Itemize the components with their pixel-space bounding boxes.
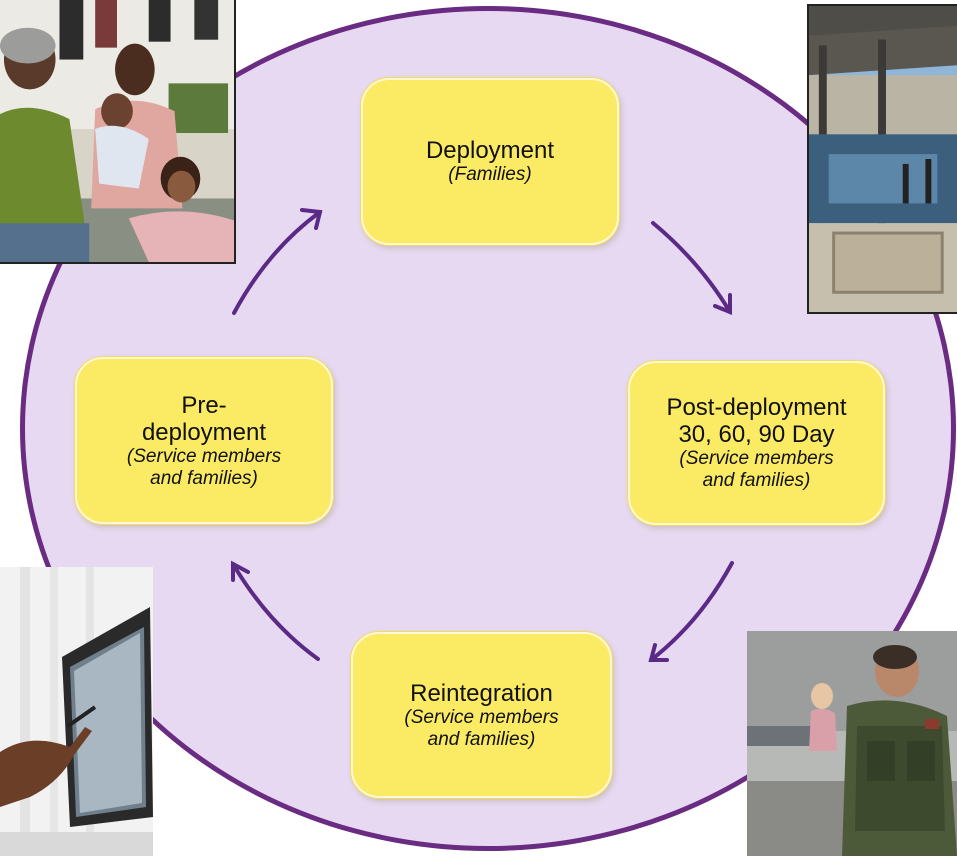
- post-deployment-subtitle-line2: and families): [702, 470, 811, 491]
- arrow-post-to-reintegration: [649, 561, 734, 662]
- arrow-deployment-to-post: [651, 221, 732, 314]
- soldier-photo: [747, 631, 957, 856]
- arrow-reintegration-to-pre: [231, 562, 320, 661]
- arrow-post-to-reintegration-head: [648, 643, 669, 662]
- pre-deployment-subtitle-line1: (Service members: [126, 445, 282, 467]
- pre-deployment-node: Pre- deployment (Service members and fam…: [75, 357, 333, 524]
- post-deployment-subtitle-line1: (Service members: [679, 448, 834, 469]
- arrow-deployment-to-post-head: [713, 293, 732, 315]
- computer-photo: [0, 567, 153, 856]
- pre-deployment-subtitle-line2: and families): [150, 467, 258, 489]
- pre-deployment-title-line1: Pre-: [181, 391, 227, 419]
- post-deployment-title: Post-deployment: [666, 394, 847, 421]
- arrow-pre-to-deployment: [232, 210, 322, 315]
- deployment-node: Deployment (Families): [361, 78, 619, 245]
- family-photo: [0, 0, 236, 264]
- pre-deployment-title-line2: deployment: [141, 418, 267, 446]
- reintegration-title: Reintegration: [410, 679, 553, 707]
- arrow-pre-to-deployment-head: [300, 208, 323, 230]
- building-photo: [807, 4, 957, 314]
- reintegration-node: Reintegration (Service members and famil…: [351, 632, 612, 798]
- post-deployment-days: 30, 60, 90 Day: [678, 421, 835, 448]
- post-deployment-node: Post-deployment 30, 60, 90 Day (Service …: [628, 361, 885, 525]
- reintegration-subtitle-line1: (Service members: [404, 706, 559, 728]
- reintegration-subtitle-line2: and families): [427, 728, 536, 750]
- arrow-reintegration-to-pre-head: [231, 560, 250, 582]
- deployment-subtitle: (Families): [448, 164, 532, 185]
- deployment-title: Deployment: [425, 137, 555, 164]
